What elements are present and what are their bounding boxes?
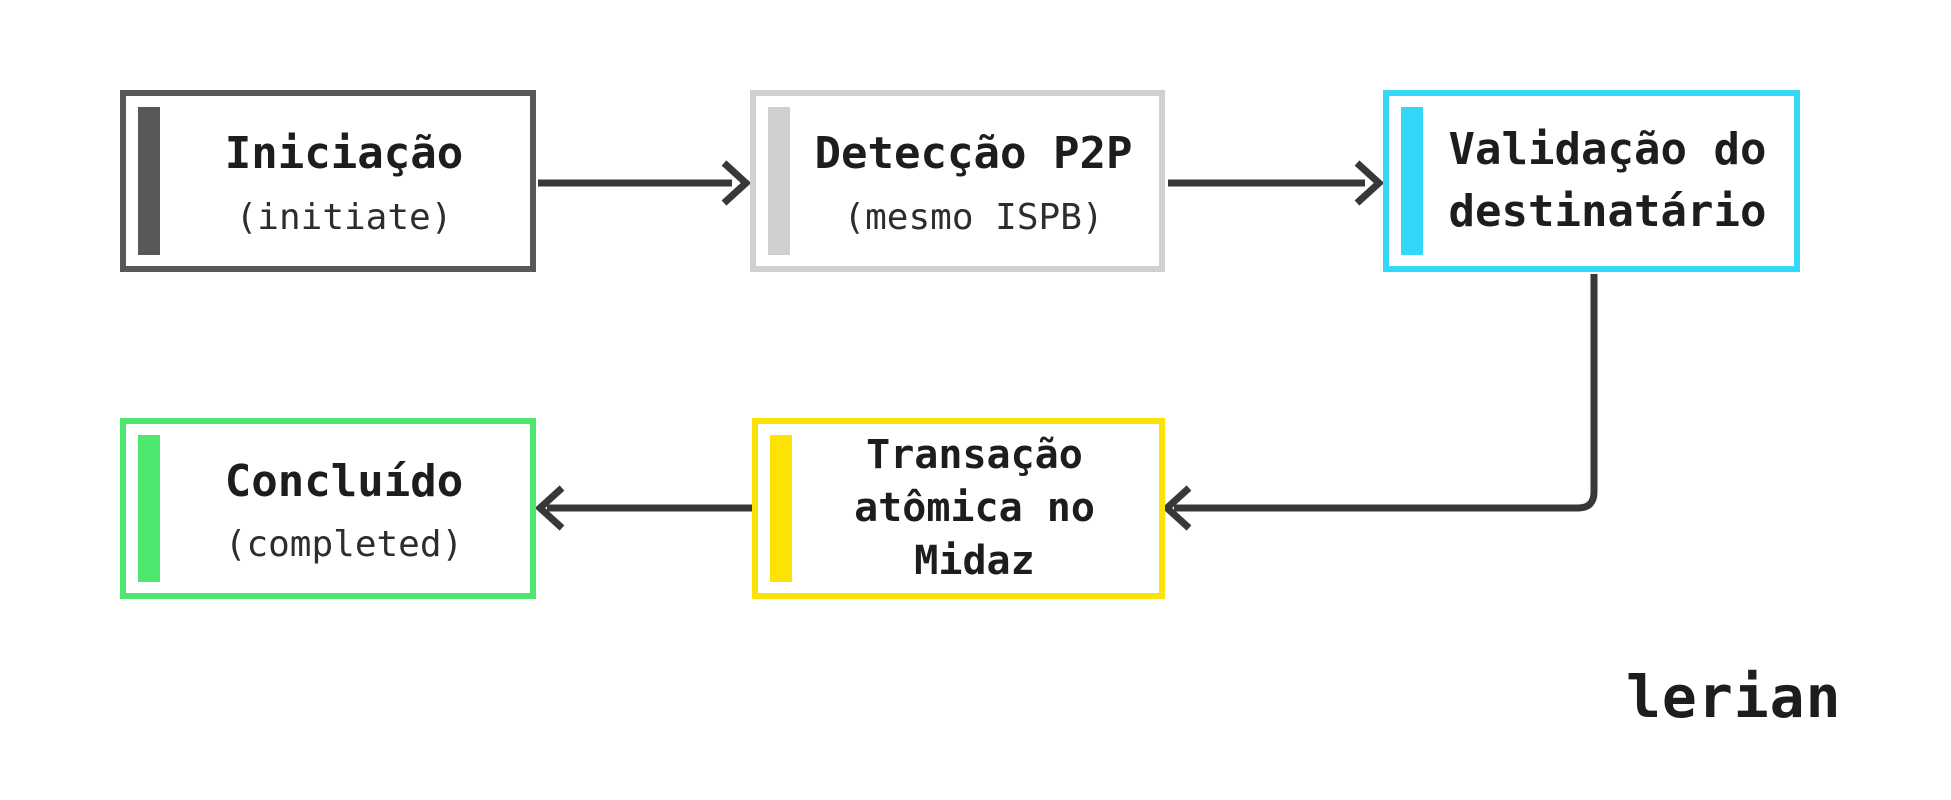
node-subtitle: (completed) [224, 524, 464, 566]
node-title: Validação do destinatário [1448, 123, 1767, 237]
node-atomic-transaction: Transação atômica no Midaz [752, 418, 1165, 599]
node-initiate: Iniciação (initiate) [120, 90, 536, 272]
node-title: Detecção P2P [814, 128, 1133, 180]
node-title: Transação atômica no Midaz [854, 431, 1095, 585]
node-title: Iniciação [224, 128, 464, 180]
accent-bar [1401, 107, 1423, 255]
node-recipient-validation: Validação do destinatário [1383, 90, 1800, 272]
node-completed: Concluído (completed) [120, 418, 536, 599]
accent-bar [138, 107, 160, 255]
arrow-p2p-to-validation [1168, 160, 1385, 206]
node-subtitle: (mesmo ISPB) [843, 196, 1104, 238]
accent-bar [770, 435, 792, 582]
node-p2p-detection: Detecção P2P (mesmo ISPB) [750, 90, 1165, 272]
node-title: Concluído [224, 455, 464, 507]
arrow-initiate-to-p2p [538, 160, 752, 206]
node-subtitle: (initiate) [235, 196, 453, 238]
accent-bar [768, 107, 790, 255]
lerian-logo: lerian [1626, 663, 1842, 731]
arrow-atomic-to-completed [534, 485, 752, 531]
arrow-validation-to-atomic [1161, 274, 1598, 531]
accent-bar [138, 435, 160, 582]
